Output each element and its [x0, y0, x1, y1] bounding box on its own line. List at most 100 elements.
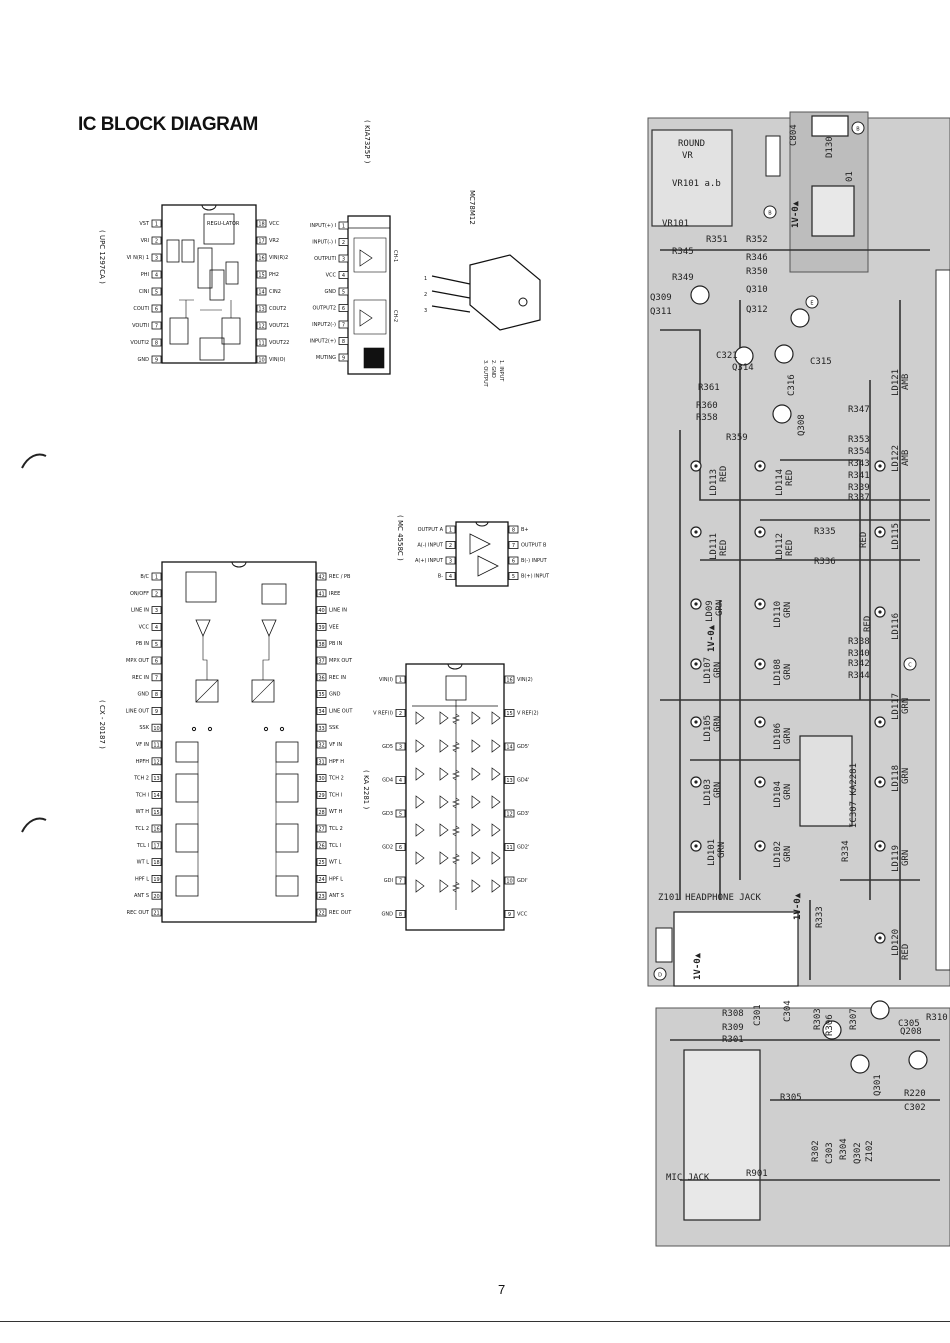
pin-number: 9: [508, 912, 511, 918]
pin-number: 5: [342, 290, 345, 296]
pin-number: 6: [342, 306, 345, 312]
circle-tag-label: B: [768, 211, 772, 217]
pin-label: WT L: [329, 860, 342, 866]
pin-label: PB IN: [329, 641, 343, 647]
pin-number: 15: [506, 711, 512, 717]
led-pad-center: [694, 602, 698, 606]
pin-number: 1: [155, 222, 158, 228]
pin-box: [151, 673, 162, 682]
pcb-label: Z102: [865, 1140, 875, 1162]
transistor-pad: [790, 308, 810, 328]
pcb-label: LD121: [891, 369, 901, 396]
circle-tag: [763, 205, 777, 219]
ic-name: ( KA 2281 ): [362, 770, 370, 809]
voltage-mark: 1V-0▲: [707, 624, 717, 652]
ic-name: ( MC 4558C ): [396, 515, 404, 561]
pcb-label: RED: [785, 470, 795, 486]
pin-label: VIN(2): [517, 677, 533, 683]
pin-label: MPX OUT: [126, 658, 150, 664]
pin-label: REC OUT: [127, 910, 150, 916]
pin-number: 1: [449, 528, 452, 534]
pin-number: 7: [155, 675, 158, 681]
pin-box: [256, 338, 267, 347]
comparator-symbol: [415, 739, 425, 753]
block-muting: [363, 347, 385, 369]
comparator-symbol: [439, 711, 449, 725]
block-mode-ctrl: [185, 571, 217, 603]
pin-number: 1: [155, 575, 158, 581]
pin-number: 9: [155, 358, 158, 364]
pcb-label: VR101: [662, 219, 689, 229]
pcb-label: R358: [696, 413, 718, 423]
pcb-label: GRN: [713, 782, 723, 798]
pcb-label: R350: [746, 267, 768, 277]
pin-label: VCC: [269, 221, 280, 227]
pin-label: V REF(2): [517, 711, 539, 717]
pin-box: [151, 791, 162, 799]
pin-box: [504, 843, 515, 851]
comparator-symbol: [491, 739, 501, 753]
pin-label: REC / PB: [329, 574, 351, 580]
pin-number: 18: [258, 222, 264, 228]
pin-box: [395, 843, 406, 851]
pin-number: 5: [512, 574, 515, 580]
pcb-label: GRN: [783, 784, 793, 800]
pcb-label: LD103: [703, 779, 713, 806]
pin-number: 12: [258, 324, 264, 330]
transistor-pad: [774, 344, 794, 364]
pin-label: GD5: [382, 744, 393, 750]
pin-label: A(+) INPUT: [415, 558, 444, 564]
pin-box: [256, 321, 267, 330]
comparator-symbol: [491, 823, 501, 837]
pcb-label: GRN: [783, 664, 793, 680]
pin-label: VOUTI2: [130, 340, 149, 346]
pin-label: HPFH: [136, 759, 150, 765]
pin-number: 31: [318, 759, 324, 765]
ic-name: ( UPC 1297CA ): [98, 230, 106, 284]
block-lls-2: [275, 875, 299, 897]
led-pad-center: [878, 530, 882, 534]
pin-box: [395, 809, 406, 818]
pcb-label: LD112: [775, 533, 785, 560]
pin-label: GD5': [517, 744, 529, 750]
pcb-label: R303: [813, 1008, 823, 1030]
pcb-label: IC307 KA2281: [849, 763, 859, 828]
legend-item: 2. GND: [490, 360, 496, 378]
pin-label: REC IN: [132, 675, 149, 681]
pin-number: 37: [318, 659, 324, 665]
pin-label: MUTING: [316, 355, 336, 361]
pcb-label: R343: [848, 459, 870, 469]
pcb-label: GRN: [715, 600, 725, 616]
pin-number: 3: [342, 257, 345, 263]
pin-box: [256, 219, 267, 228]
pin-label: WT L: [137, 860, 150, 866]
pin-box: [338, 287, 349, 296]
pcb-label: Q309: [650, 293, 672, 303]
pin-number: 2: [449, 543, 452, 549]
pin-label: WT H: [329, 809, 343, 815]
pcb-label: R354: [848, 447, 870, 457]
pin-number: 8: [512, 528, 515, 534]
pin-number: 13: [258, 307, 264, 313]
block-ref-vol-source: [445, 675, 467, 701]
comparator-symbol: [471, 739, 481, 753]
pin-label: GD3': [517, 811, 529, 817]
pin-number: 38: [318, 642, 324, 648]
pin-label: VI N(R) 1: [127, 255, 149, 261]
circle-tag: [851, 121, 865, 135]
pin-box: [151, 891, 162, 900]
circle-tag-label: D: [658, 973, 662, 979]
pin-box: [316, 572, 327, 581]
pin-number: 2: [155, 591, 158, 597]
circle-tag: [903, 657, 917, 671]
pin-number: 9: [155, 709, 158, 715]
pin-number: 10: [153, 726, 159, 732]
pin-number: 3: [155, 256, 158, 262]
pin-label: TCL I: [328, 843, 341, 849]
pin-number: 41: [318, 591, 324, 597]
pcb-label: R340: [848, 649, 870, 659]
pin-box: [151, 219, 162, 228]
pcb-label: C315: [810, 357, 832, 367]
